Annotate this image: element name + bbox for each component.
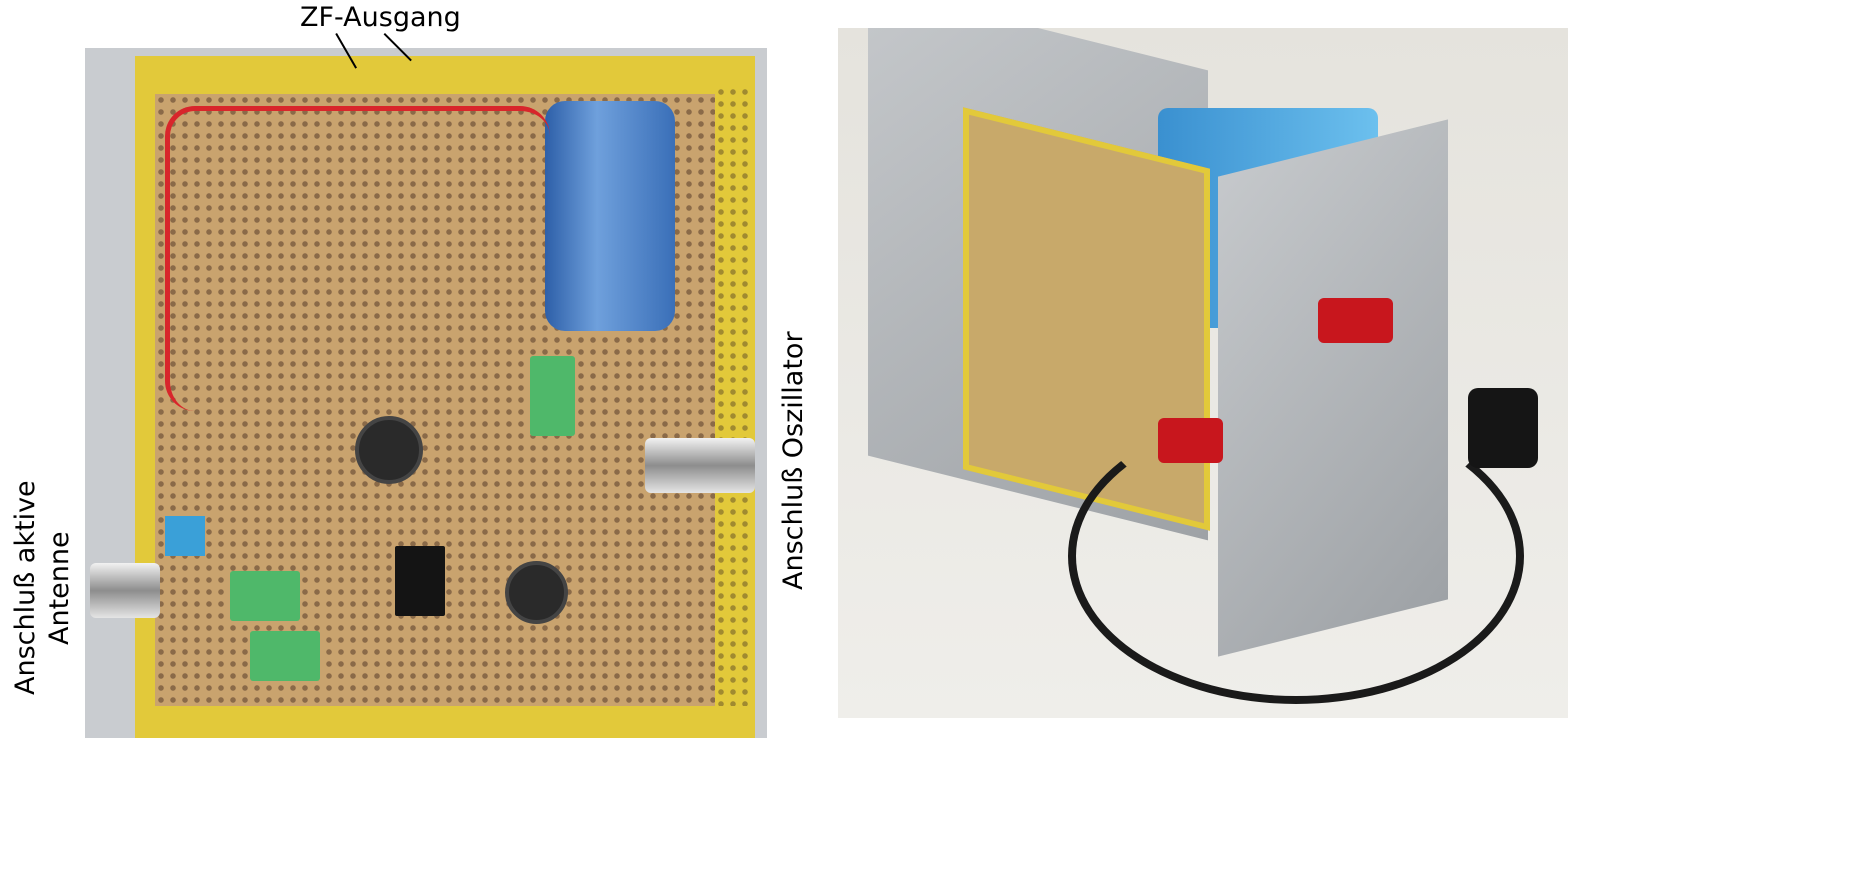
rca-connector-oscillator	[645, 438, 755, 493]
green-capacitor	[530, 356, 575, 436]
black-knob	[1468, 388, 1538, 468]
red-connector	[1318, 298, 1393, 343]
oscillator-label: Anschluß Oszillator	[778, 331, 809, 590]
active-antenna-label-line2: Antenne	[44, 531, 75, 645]
assembled-unit-photo	[838, 28, 1568, 718]
pcb-board	[135, 56, 755, 738]
circuit-board-photo	[85, 48, 767, 738]
red-wire	[165, 106, 550, 411]
pcb-edge-strip	[715, 86, 750, 706]
trim-potentiometer	[355, 416, 423, 484]
red-connector	[1158, 418, 1223, 463]
green-capacitor	[230, 571, 300, 621]
electrolytic-capacitor	[545, 101, 675, 331]
ic-chip	[395, 546, 445, 616]
black-cable	[1068, 408, 1524, 704]
rca-connector-antenna	[90, 563, 160, 618]
green-capacitor	[250, 631, 320, 681]
active-antenna-label-line1: Anschluß aktive	[10, 480, 41, 695]
trim-potentiometer	[505, 561, 568, 624]
blue-capacitor	[165, 516, 205, 556]
zf-output-label: ZF-Ausgang	[300, 2, 461, 33]
